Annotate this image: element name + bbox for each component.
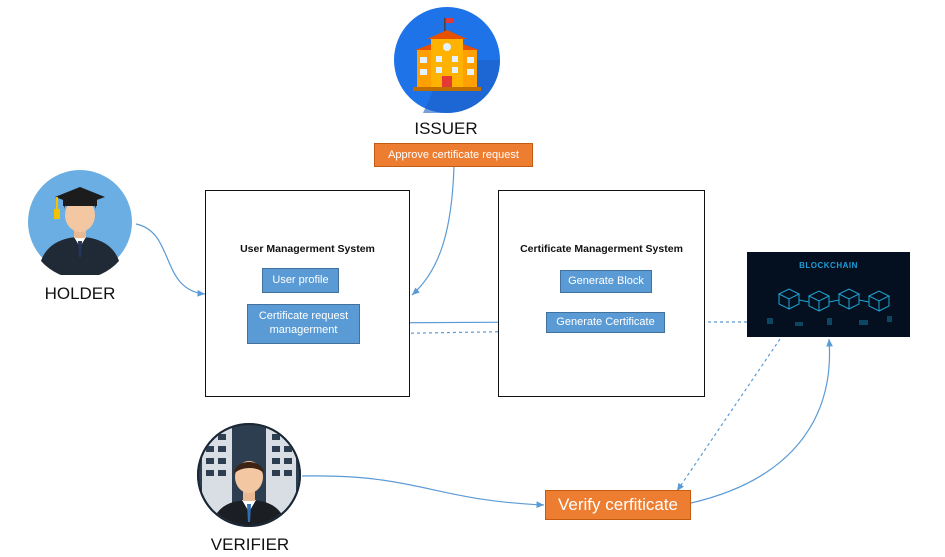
holder-label: HOLDER: [44, 284, 116, 303]
user-management-system: User Managerment System: [205, 190, 410, 397]
certificate-management-system: Certificate Managerment System: [498, 190, 705, 397]
issuer-label: ISSUER: [414, 119, 478, 138]
approve-to-user-system-arrow: [411, 165, 455, 296]
businessman-avatar-icon: [197, 423, 301, 527]
blockchain-to-verify-arrow: [676, 338, 781, 492]
generate-certificate-box[interactable]: Generate Certificate: [546, 312, 665, 333]
school-building-icon: [394, 7, 500, 113]
blockchain-panel: BLOCKCHAIN: [747, 252, 910, 337]
user-management-system-title: User Managerment System: [240, 243, 375, 255]
verifier-to-verify-arrow: [301, 475, 545, 509]
holder-to-user-system-arrow: [135, 223, 206, 297]
blockchain-label: BLOCKCHAIN: [799, 261, 858, 270]
user-profile-box[interactable]: User profile: [262, 268, 339, 293]
verify-certificate-box[interactable]: Verify cerfiticate: [545, 490, 691, 520]
generate-block-box[interactable]: Generate Block: [560, 270, 652, 293]
certificate-request-line2: managerment: [269, 324, 338, 336]
blockchain-cubes-icon: [767, 288, 892, 326]
approve-certificate-request-box[interactable]: Approve certificate request: [374, 143, 533, 167]
certificate-request-line1: Certificate request: [258, 310, 349, 323]
verifier-label: VERIFIER: [210, 535, 290, 554]
certificate-request-management-box[interactable]: Certificate request managerment: [247, 304, 360, 344]
graduate-avatar-icon: [28, 170, 132, 275]
certificate-management-system-title: Certificate Managerment System: [520, 243, 683, 255]
verify-to-blockchain-arrow: [690, 338, 833, 504]
